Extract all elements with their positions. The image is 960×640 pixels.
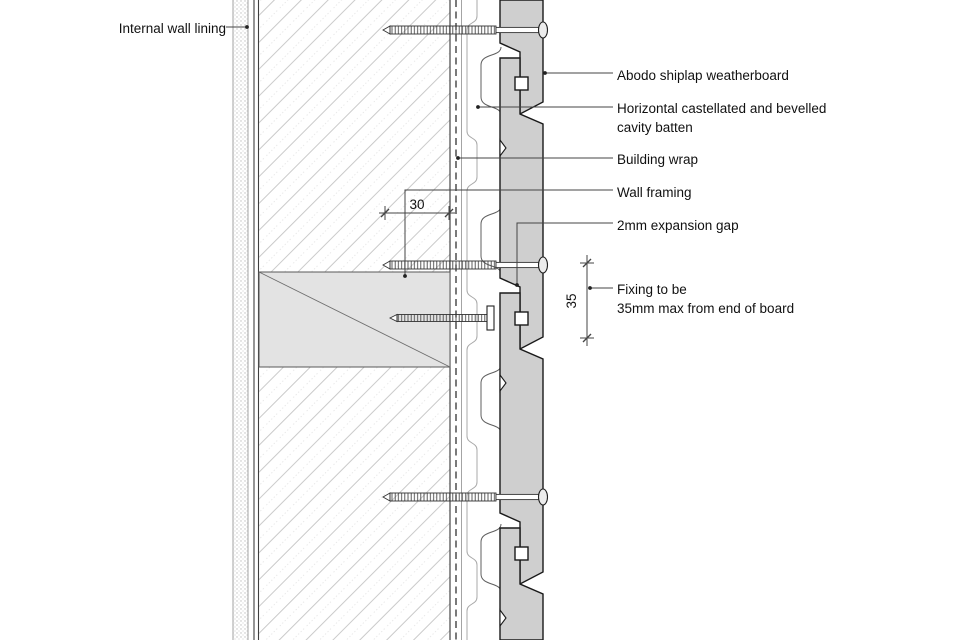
label-fixing-note-line2: 35mm max from end of board: [617, 301, 795, 316]
leader-wall-framing: [403, 189, 613, 278]
back-drip-notches: [499, 138, 507, 628]
internal-wall-lining-section: [232, 0, 260, 640]
leader-building-wrap: [456, 156, 613, 160]
board-screw-top: [382, 21, 549, 39]
label-cavity-batten: Horizontal castellated and bevelled cavi…: [617, 99, 826, 137]
leader-expansion-gap: [515, 222, 613, 287]
lap-fixing-squares: [514, 76, 529, 561]
batten-screw: [388, 305, 495, 331]
label-expansion-gap: 2mm expansion gap: [617, 218, 739, 233]
leader-fixing-note: [588, 286, 613, 290]
dimension-30: 30: [379, 197, 455, 220]
leader-lines: [226, 25, 613, 290]
label-wall-framing: Wall framing: [617, 185, 692, 200]
leader-cavity-batten: [476, 105, 613, 109]
board-screw-bottom: [382, 488, 549, 506]
screws: [382, 21, 549, 506]
label-fixing-note-line1: Fixing to be: [617, 282, 687, 297]
label-internal-wall-lining: Internal wall lining: [118, 21, 226, 36]
label-fixing-note: Fixing to be 35mm max from end of board: [617, 280, 794, 318]
label-building-wrap: Building wrap: [617, 152, 699, 167]
weatherboard-bottom: [499, 527, 544, 640]
label-cavity-batten-line2: cavity batten: [617, 120, 693, 135]
leader-internal-lining: [226, 25, 249, 29]
label-cavity-batten-line1: Horizontal castellated and bevelled: [617, 101, 827, 116]
board-screw-middle: [382, 256, 549, 274]
leader-weatherboard: [543, 71, 613, 75]
blocking-nog: [258, 271, 451, 368]
dimension-35-value: 35: [564, 293, 579, 308]
dimension-30-value: 30: [409, 197, 424, 212]
label-weatherboard: Abodo shiplap weatherboard: [617, 68, 789, 83]
dimension-35: 35: [564, 255, 594, 346]
